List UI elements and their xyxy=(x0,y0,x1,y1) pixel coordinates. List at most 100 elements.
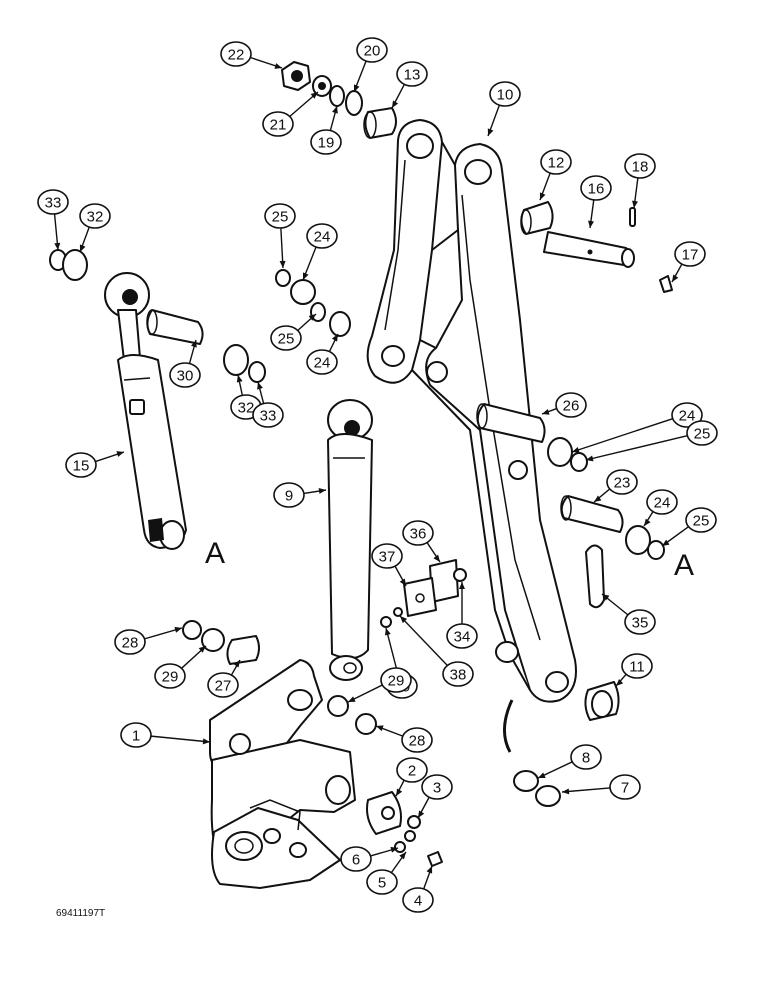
callout-label: 25 xyxy=(694,426,711,443)
callout-arrowhead xyxy=(279,260,286,268)
callout-label: 32 xyxy=(87,209,104,226)
callout-label: 28 xyxy=(409,733,426,750)
callout-bubble xyxy=(120,722,152,748)
callout-arrowhead xyxy=(586,455,594,462)
callout-27: 27 xyxy=(207,672,239,698)
callout-label: 23 xyxy=(614,475,631,492)
callout-arrowhead xyxy=(400,616,408,624)
callout-bubble xyxy=(37,189,69,215)
callout-arrowhead xyxy=(632,200,638,208)
callout-label: 12 xyxy=(548,155,565,172)
callout-17: 17 xyxy=(674,241,706,267)
callout-label: 3 xyxy=(433,780,441,797)
callout-arrowhead xyxy=(390,846,398,853)
callout-label: 15 xyxy=(73,458,90,475)
callout-arrowhead xyxy=(54,242,61,250)
boom-washers xyxy=(275,269,351,337)
callout-label: 24 xyxy=(654,495,671,512)
callout-label: 10 xyxy=(497,87,514,104)
boom-pin-assembly xyxy=(520,201,673,293)
callout-bubble xyxy=(580,175,612,201)
callout-bubble xyxy=(646,489,678,515)
callout-bubble xyxy=(273,482,305,508)
callout-11: 11 xyxy=(621,653,653,679)
callout-bubble xyxy=(396,61,428,87)
callout-label: 6 xyxy=(352,852,360,869)
callout-25: 25 xyxy=(686,420,718,446)
callout-leader xyxy=(585,435,688,461)
callout-bubble xyxy=(306,223,338,249)
callout-arrowhead xyxy=(672,274,679,282)
callout-arrowhead xyxy=(426,866,433,874)
callout-bubble xyxy=(340,846,372,872)
callout-leader xyxy=(399,615,448,666)
callout-bubble xyxy=(154,663,186,689)
callout-arrowhead xyxy=(116,451,124,457)
callout-arrowhead xyxy=(418,810,425,818)
callout-bubble xyxy=(262,111,294,137)
callout-label: 1 xyxy=(132,728,140,745)
callout-arrowhead xyxy=(348,696,356,702)
callout-28: 28 xyxy=(401,727,433,753)
callout-arrowhead xyxy=(602,594,610,601)
callout-7: 7 xyxy=(609,774,641,800)
callout-25: 25 xyxy=(685,507,717,533)
callout-8: 8 xyxy=(570,744,602,770)
callout-label: 32 xyxy=(238,400,255,417)
callout-5: 5 xyxy=(366,869,398,895)
callout-bubble xyxy=(207,672,239,698)
callout-bubble xyxy=(396,757,428,783)
callout-arrowhead xyxy=(318,487,326,494)
callout-arrowhead xyxy=(198,646,206,653)
callout-32: 32 xyxy=(79,203,111,229)
callout-leader xyxy=(385,627,399,675)
callout-bubble xyxy=(252,402,284,428)
callout-arrowhead xyxy=(538,772,546,778)
callout-label: 33 xyxy=(45,195,62,212)
small-hardware xyxy=(380,544,605,628)
callout-arrowhead xyxy=(174,626,182,633)
callout-arrowhead xyxy=(399,852,406,860)
callout-label: 7 xyxy=(621,780,629,797)
callout-label: 37 xyxy=(379,549,396,566)
callout-34: 34 xyxy=(446,623,478,649)
callout-label: 30 xyxy=(177,368,194,385)
callout-22: 22 xyxy=(220,41,252,67)
callout-bubble xyxy=(671,402,703,428)
callout-label: 25 xyxy=(693,513,710,530)
callout-bubble xyxy=(606,469,638,495)
callout-arrowhead xyxy=(392,100,399,108)
callout-20: 20 xyxy=(356,37,388,63)
callout-arrowhead xyxy=(384,628,391,636)
callout-bubble xyxy=(402,887,434,913)
callout-4: 4 xyxy=(402,887,434,913)
callout-arrowhead xyxy=(79,244,86,252)
callout-leader xyxy=(571,418,673,453)
callout-label: 22 xyxy=(228,47,245,64)
callout-29: 29 xyxy=(154,663,186,689)
callout-bubble xyxy=(624,609,656,635)
top-hardware-stack xyxy=(281,61,397,139)
callout-label: 29 xyxy=(388,673,405,690)
callout-label: 25 xyxy=(272,209,289,226)
callout-19: 19 xyxy=(310,129,342,155)
hydraulic-cylinder-9 xyxy=(327,399,373,681)
callout-arrowhead xyxy=(396,788,403,796)
callout-28: 28 xyxy=(114,629,146,655)
callout-arrowhead xyxy=(233,660,240,668)
callout-24: 24 xyxy=(306,349,338,375)
callout-23: 23 xyxy=(606,469,638,495)
callout-arrowhead xyxy=(542,409,550,415)
callout-bubble xyxy=(446,623,478,649)
callout-arrowhead xyxy=(308,314,316,321)
callout-label: 28 xyxy=(122,635,139,652)
swing-frame xyxy=(209,659,356,889)
callout-29: 29 xyxy=(380,667,412,693)
callout-bubble xyxy=(674,241,706,267)
callout-label: 9 xyxy=(285,488,293,505)
figure-id: 69411197T xyxy=(56,908,105,919)
callout-label: 19 xyxy=(318,135,335,152)
callout-label: 18 xyxy=(632,159,649,176)
bottom-center-hardware xyxy=(366,791,443,867)
